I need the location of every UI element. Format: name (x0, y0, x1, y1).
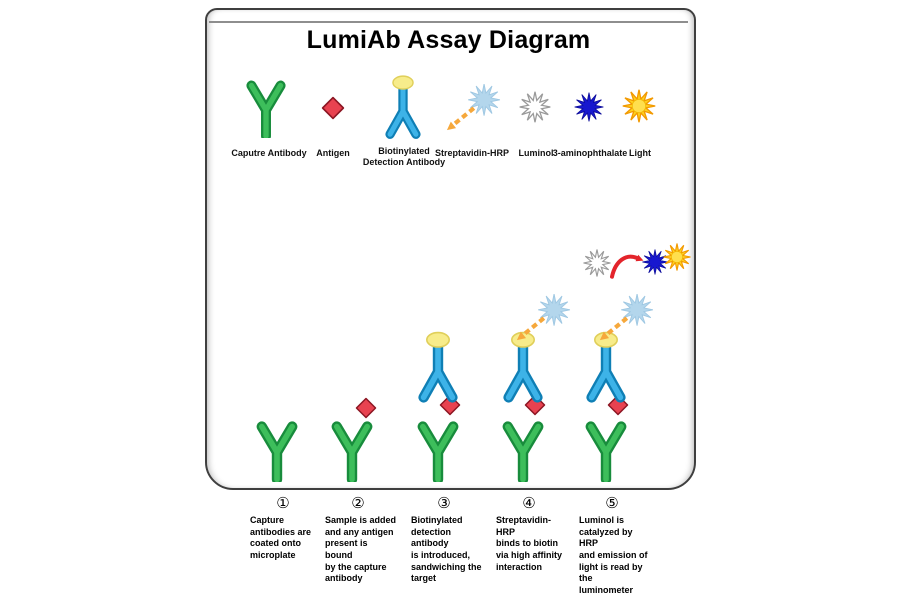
aminophthalate-icon (574, 92, 604, 122)
legend-label-streptavidin-hrp: Streptavidin-HRP (434, 148, 509, 158)
light-icon (622, 89, 656, 123)
step5-capture-antibody-icon (582, 416, 630, 482)
antigen-icon (321, 96, 345, 120)
step5-light-icon (662, 242, 692, 272)
microplate-rim-line (209, 21, 688, 23)
step3-caption: ③ Biotinylated detection antibody is int… (405, 494, 483, 585)
legend-label-aminophthalate: 3-aminophthalate (552, 148, 628, 158)
legend-label-detection-antibody: Biotinylated Detection Antibody (362, 146, 446, 168)
step5-streptavidin-hrp-icon (595, 294, 655, 346)
legend-label-capture-antibody: Caputre Antibody (231, 148, 307, 158)
streptavidin-hrp-icon (442, 84, 502, 136)
step2-antigen-icon (355, 397, 377, 419)
step4-caption: ④ Streptavidin-HRP binds to biotin via h… (490, 494, 568, 573)
detection-antibody-icon (381, 74, 425, 140)
step5-number: ⑤ (605, 494, 619, 512)
step1-capture-antibody-icon (253, 416, 301, 482)
step1-number: ① (276, 494, 290, 512)
step1-text: Capture antibodies are coated onto micro… (250, 515, 312, 561)
step2-capture-antibody-icon (328, 416, 376, 482)
step4-streptavidin-hrp-icon (512, 294, 572, 346)
legend-label-luminol: Luminol (518, 148, 554, 158)
step4-text: Streptavidin-HRP binds to biotin via hig… (496, 515, 563, 572)
step3-text: Biotinylated detection antibody is intro… (411, 515, 482, 584)
capture-antibody-icon (243, 76, 289, 138)
step2-number: ② (351, 494, 365, 512)
step2-caption: ② Sample is added and any antigen presen… (319, 494, 397, 585)
step3-detection-antibody-icon (414, 330, 462, 404)
legend-label-light: Light (629, 148, 651, 158)
step3-capture-antibody-icon (414, 416, 462, 482)
step4-number: ④ (522, 494, 536, 512)
step5-text: Luminol is catalyzed by HRP and emission… (579, 515, 648, 594)
luminol-icon (519, 91, 551, 123)
legend-label-antigen: Antigen (316, 148, 350, 158)
step5-caption: ⑤ Luminol is catalyzed by HRP and emissi… (573, 494, 651, 594)
step3-number: ③ (437, 494, 451, 512)
step1-caption: ① Capture antibodies are coated onto mic… (244, 494, 322, 562)
diagram-title: LumiAb Assay Diagram (306, 26, 591, 54)
step2-text: Sample is added and any antigen present … (325, 515, 397, 584)
step4-capture-antibody-icon (499, 416, 547, 482)
